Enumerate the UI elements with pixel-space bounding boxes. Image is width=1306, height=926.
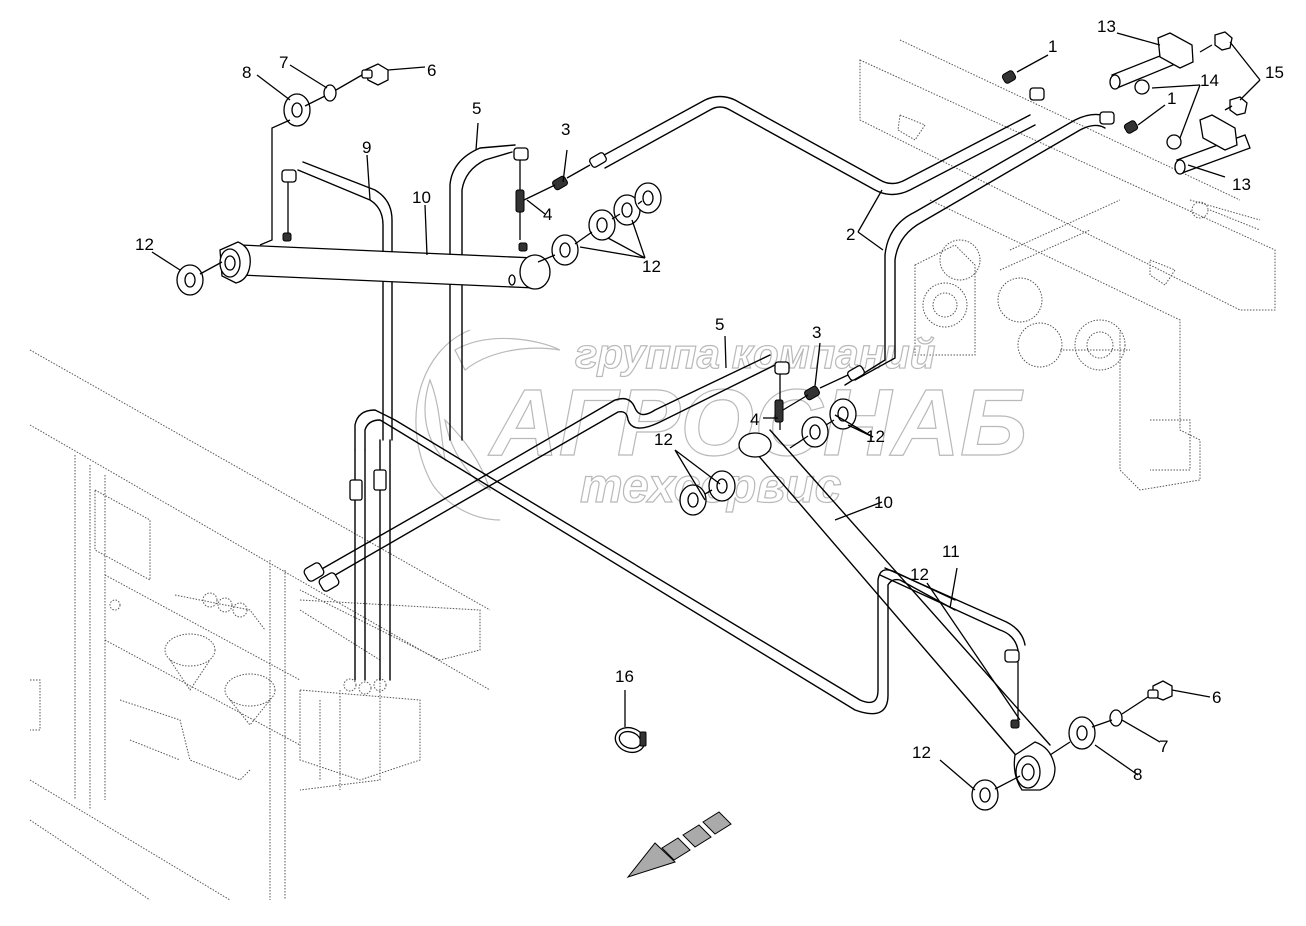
hardware-upper-left [259,63,389,246]
callout-9: 9 [362,138,371,157]
washer-12 [176,264,204,296]
callout-8: 8 [1133,765,1142,784]
washer-12 [613,194,641,226]
pipe-9 [297,161,393,441]
callout-16: 16 [615,667,634,686]
callout-10: 10 [412,188,431,207]
callout-6: 6 [1212,688,1221,707]
callout-4: 4 [750,410,759,429]
hydraulic-cylinder-10-lower [738,429,1056,791]
pipe-2-lower [844,113,1111,386]
callout-11: 11 [942,542,960,561]
washer-12 [801,416,829,448]
callout-2: 2 [846,225,855,244]
washer-12 [971,779,999,811]
washer-12 [829,398,857,430]
callout-13: 13 [1232,175,1251,194]
callout-6: 6 [427,61,436,80]
nipple-1 [1001,70,1017,84]
callouts: 1 1 2 3 3 4 4 5 5 6 6 7 7 8 8 9 10 10 11… [135,17,1284,784]
callout-15: 15 [1265,63,1284,82]
callout-1: 1 [1048,37,1057,56]
pipe-5-lower-long [319,354,776,579]
watermark-leaf-emblem [415,329,561,521]
callout-5: 5 [715,315,724,334]
callout-12: 12 [642,257,661,276]
callout-3: 3 [812,323,821,342]
washer-12 [679,484,707,516]
tee-fitting-4 [515,189,525,213]
pipe-5-upper [449,144,516,441]
pipe-2-upper [594,95,1036,196]
callout-7: 7 [279,53,288,72]
hydraulic-cylinder-10-upper [219,232,551,290]
hose-clamp-16 [614,726,647,754]
callout-10: 10 [874,493,893,512]
callout-14: 14 [1200,71,1219,90]
callout-5: 5 [472,99,481,118]
washer-12 [708,470,736,502]
washer-12 [588,209,616,241]
front-direction-arrow [626,811,732,878]
callout-12: 12 [135,235,154,254]
nut-14 [1166,134,1182,150]
callout-4: 4 [543,205,552,224]
hardware-lower-right [1049,680,1173,756]
adapter-3 [552,175,568,191]
callout-12: 12 [654,430,673,449]
callout-8: 8 [242,63,251,82]
callout-1: 1 [1167,89,1176,108]
lock-washer-7 [323,84,337,102]
callout-13: 13 [1097,17,1116,36]
pins-right [1109,31,1251,175]
gearbox-right [859,39,1276,491]
callout-12: 12 [866,427,885,446]
lock-washer-7 [1109,709,1123,727]
callout-7: 7 [1159,737,1168,756]
watermark-line2: АГРОСНАБ [488,370,1027,476]
callout-3: 3 [561,120,570,139]
leader-lines [151,32,1261,791]
bolt-6 [364,63,389,86]
callout-12: 12 [912,743,931,762]
bolt-15 [1229,96,1248,116]
nipple-1 [1123,120,1139,134]
watermark-line1: группа компаний [575,330,935,377]
bolt-15 [1214,31,1233,51]
washer-12 [634,182,662,214]
pipe-11 [879,567,1026,651]
callout-12: 12 [910,565,929,584]
nut-14 [1134,79,1150,95]
washers-12 [176,182,1021,811]
machine-frame-left [29,349,491,901]
washer-12 [551,234,579,266]
